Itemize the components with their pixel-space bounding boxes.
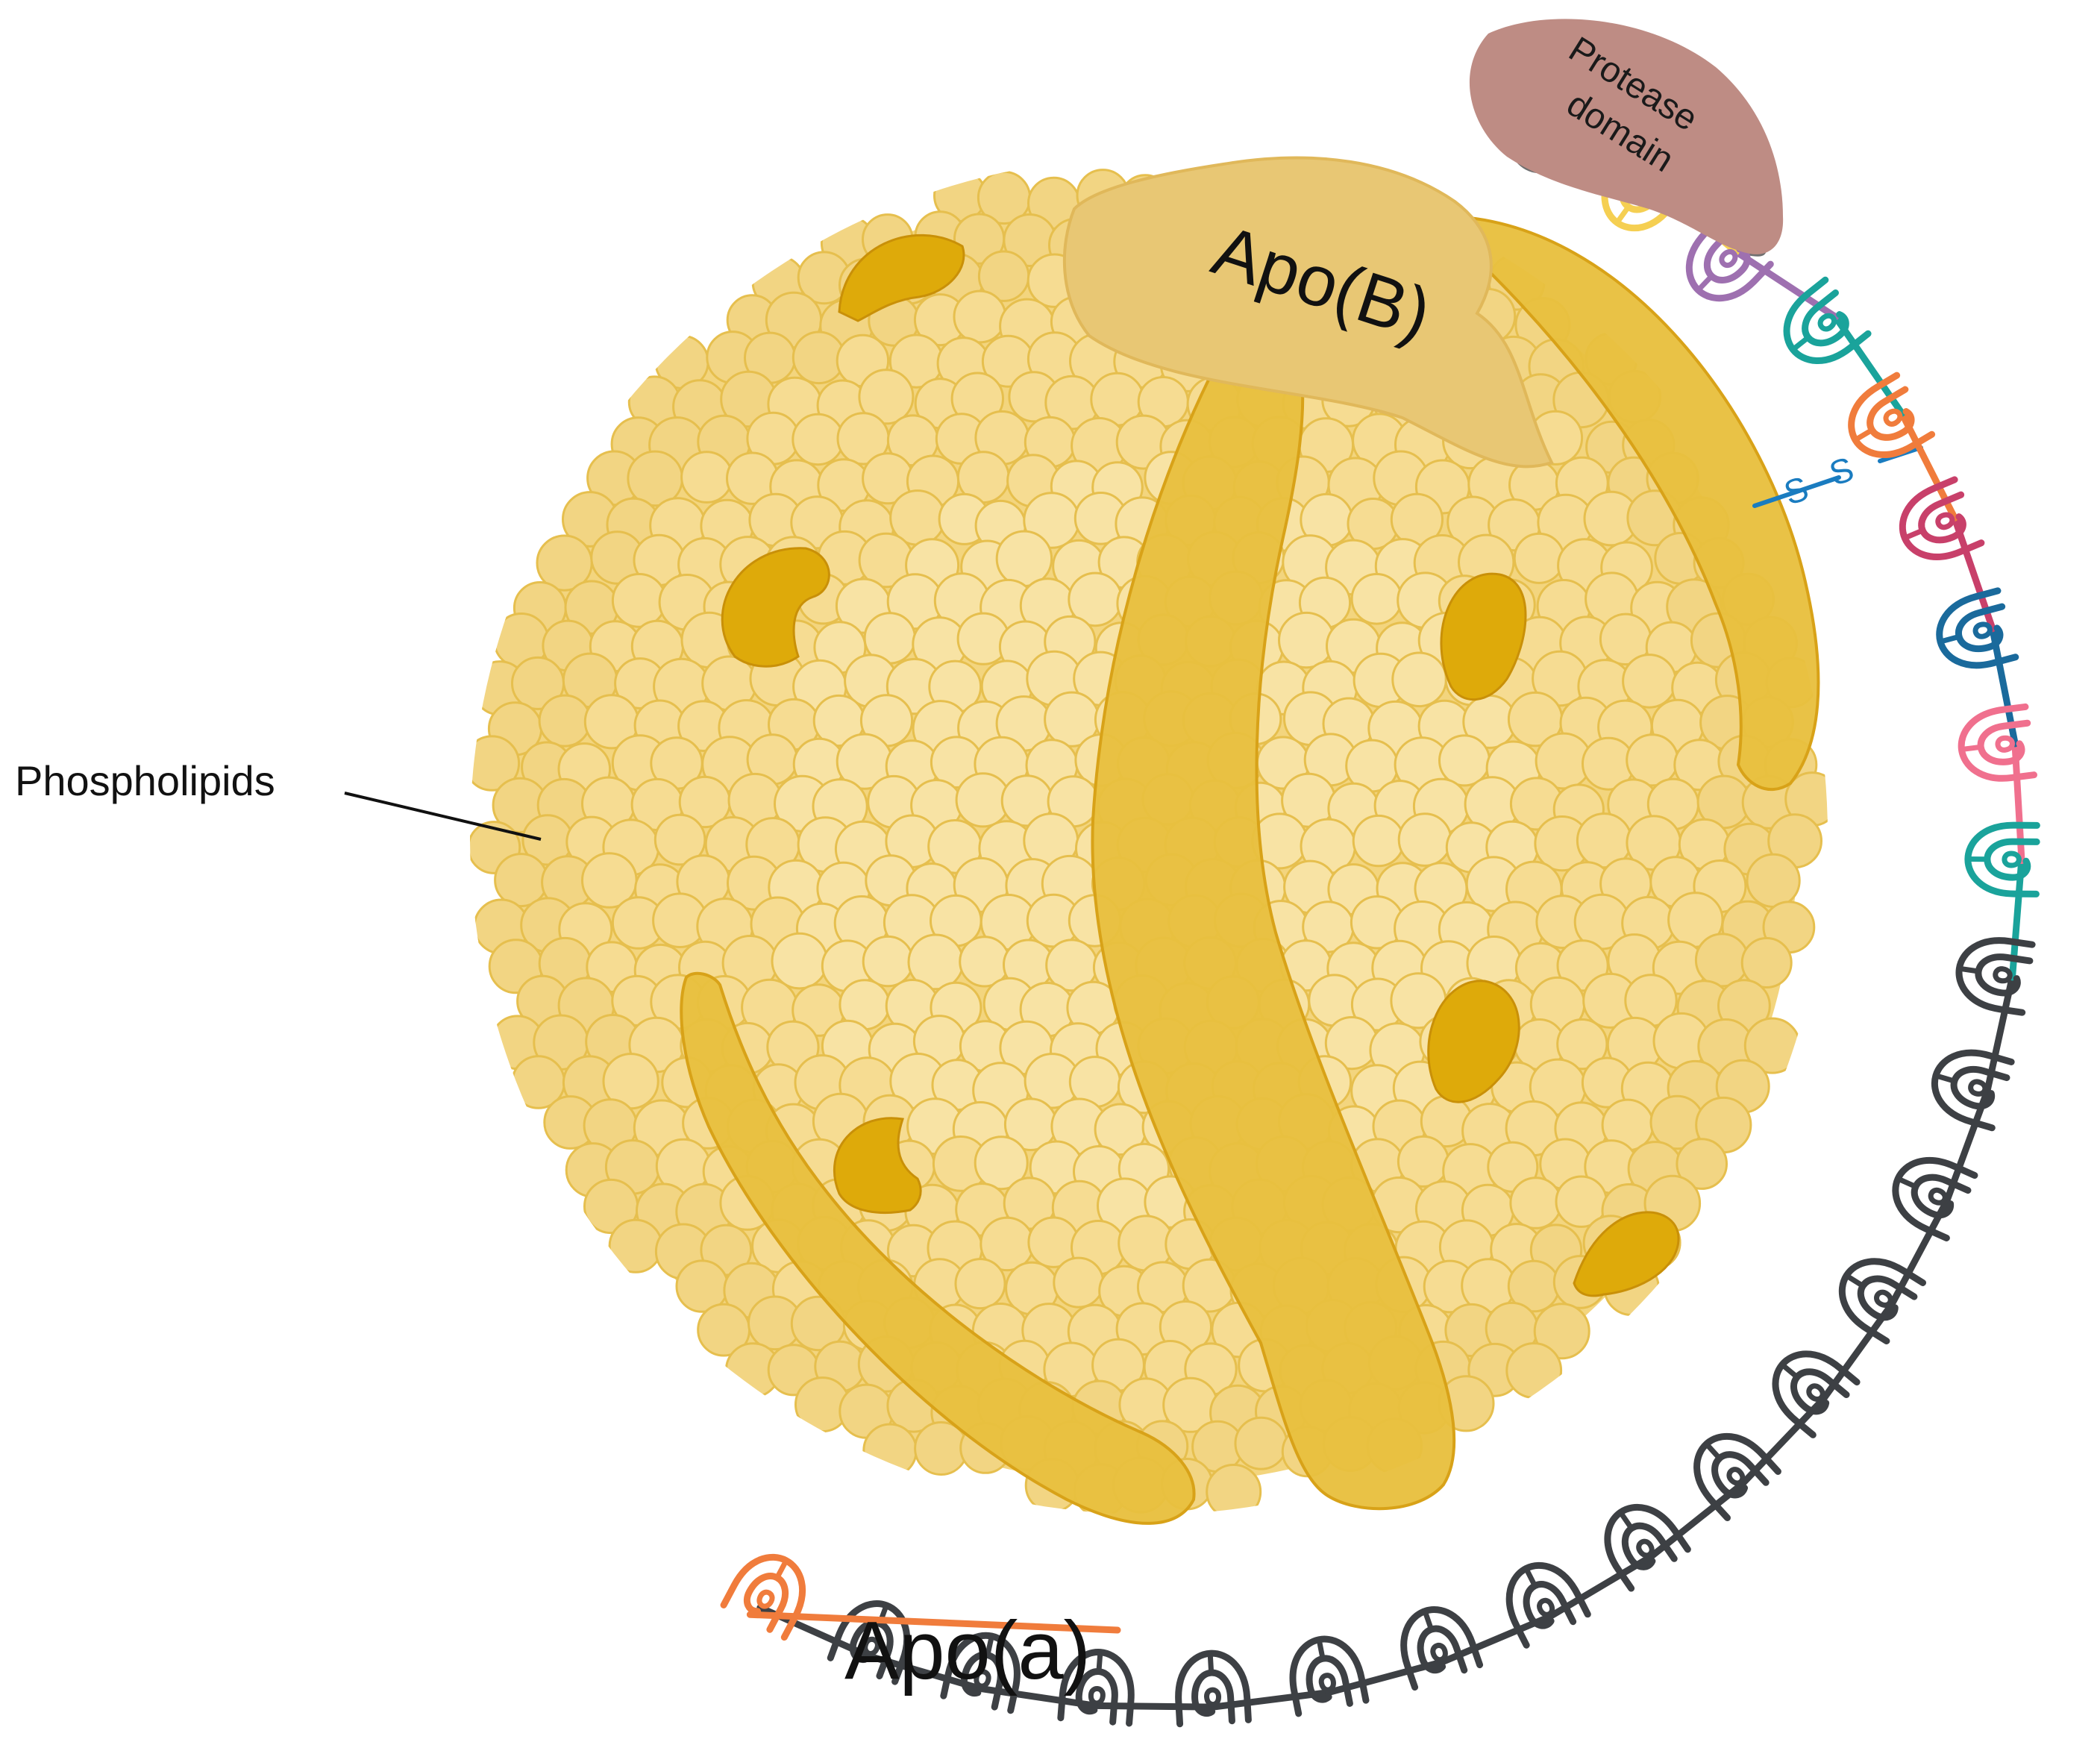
phospholipid-bubble — [862, 1423, 918, 1479]
kringle-domain — [1783, 276, 1872, 365]
phospholipid-bubble — [1740, 937, 1793, 989]
phospholipid-bubble — [1391, 651, 1447, 708]
kringle-domain — [1505, 1561, 1591, 1649]
phospholipid-bubble — [1397, 812, 1452, 867]
phospholipid-bubble — [1206, 1464, 1262, 1514]
phospholipid-bubble — [1676, 1138, 1728, 1190]
apo-band-center — [1091, 346, 1456, 1511]
lipid-pocket — [1427, 980, 1520, 1103]
protease-domain-shape — [1469, 19, 1784, 254]
disulfide-line — [1752, 475, 1841, 508]
kringle-domain — [1931, 1049, 2015, 1132]
phospholipid-bubble — [995, 530, 1053, 587]
apo-band-left — [680, 971, 1196, 1525]
phospholipid-bubble — [1352, 814, 1405, 868]
phospholipid-bubble — [1694, 933, 1749, 988]
apo-band-right — [1449, 214, 1820, 792]
phospholipid-bubble — [680, 451, 733, 504]
phospholipid-bubble — [1234, 1416, 1288, 1470]
phospholipid-bubble — [953, 289, 1007, 344]
kringle-domain — [1604, 1504, 1691, 1592]
phospholipid-bubble — [1533, 1303, 1590, 1360]
kringle-domain — [1057, 1649, 1135, 1727]
phospholipid-bubble — [1746, 853, 1801, 909]
apo-b-head — [1062, 156, 1554, 469]
kringle-tail — [746, 1611, 1121, 1634]
lipid-pocket — [721, 547, 830, 668]
lipid-pocket — [833, 1117, 922, 1215]
phospholipid-bubble — [1626, 733, 1679, 787]
phospholipids-callout: Phospholipids — [15, 757, 542, 841]
kringle-domain — [1936, 587, 2019, 669]
kringle-domain — [720, 1553, 806, 1641]
lipid-pocket — [1573, 1211, 1680, 1297]
phospholipid-bubble — [608, 1218, 663, 1273]
phospholipid-bubble — [792, 413, 844, 466]
apo-a-label: Apo(a) — [844, 1605, 1091, 1696]
phospholipid-bubble — [1053, 1256, 1105, 1309]
disulfide-s-label: S — [1825, 449, 1858, 493]
phospholipid-bubble — [1505, 1342, 1563, 1399]
kringle-domain — [1400, 1606, 1484, 1691]
phospholipid-bubble — [653, 813, 706, 866]
lipid-pocket — [838, 234, 965, 322]
protease-domain: Protease domain — [1469, 19, 1784, 254]
phospholipid-bubble — [611, 573, 667, 628]
phospholipid-bubble — [974, 1135, 1029, 1191]
kringle-domain — [1175, 1649, 1252, 1728]
kringle-domain — [1838, 1258, 1926, 1345]
lipid-pocket — [1440, 572, 1527, 701]
kringle-domain — [1772, 1350, 1861, 1438]
kringle-domain — [1899, 476, 1985, 560]
kringle-domain — [1289, 1635, 1370, 1717]
phospholipid-bubble — [858, 369, 915, 425]
kringle-domain — [1958, 703, 2037, 782]
phospholipid-bubble — [862, 935, 915, 988]
apo-b-protein: Apo(B) — [1062, 156, 1554, 469]
phospholipid-bubble — [470, 735, 521, 792]
phospholipid-bubble — [538, 694, 592, 748]
kringle-domain — [1955, 937, 2036, 1016]
phospholipids-label: Phospholipids — [15, 757, 275, 804]
lipid-pockets — [721, 234, 1680, 1297]
apolipoprotein-bands — [680, 214, 1820, 1525]
disulfide-s-label: S — [1779, 469, 1813, 513]
kringle-domain — [1964, 821, 2040, 897]
kringle-domain — [1892, 1156, 1978, 1241]
phospholipid-bubble — [494, 853, 549, 908]
kringle-domain — [1685, 213, 1774, 302]
phospholipids-leader-line — [344, 792, 542, 841]
phospholipid-bubble — [1513, 532, 1565, 584]
phospholipid-bubble — [1278, 611, 1335, 669]
phospholipid-bubble — [771, 932, 829, 990]
kringle-domain — [1693, 1432, 1781, 1522]
phospholipid-bubble — [954, 1258, 1006, 1310]
phospholipid-bubble — [1350, 573, 1403, 625]
kringle-domain — [940, 1632, 1021, 1714]
phospholipid-bubble — [1622, 654, 1677, 709]
phospholipid-bubble — [1509, 1177, 1562, 1229]
kringle-domain — [1848, 372, 1936, 458]
